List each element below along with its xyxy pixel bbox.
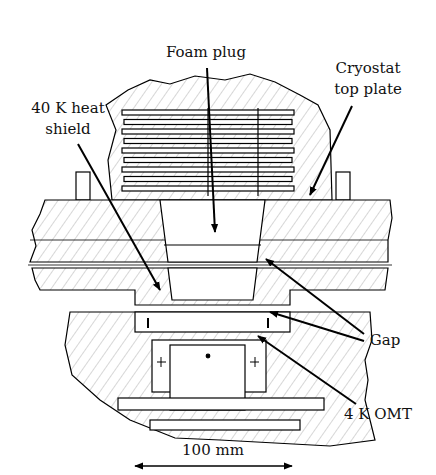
leader-arrow — [258, 336, 356, 404]
dimension-arrow — [135, 465, 292, 467]
tick — [147, 318, 149, 328]
heat-shield — [32, 268, 388, 305]
leader-arrow — [310, 106, 352, 195]
leader-arrow — [207, 68, 215, 232]
window-block — [106, 74, 332, 200]
part-label: 4 K OMT — [333, 404, 423, 425]
screw — [157, 357, 259, 367]
dimension-label: 100 mm — [163, 440, 263, 461]
leader-lines — [78, 68, 364, 466]
foam-plug — [160, 200, 265, 262]
omt-port — [206, 354, 210, 358]
base-plate — [118, 398, 324, 410]
tick — [267, 318, 269, 328]
bolt — [336, 172, 350, 200]
foam-plug-edge — [164, 244, 261, 245]
part-label: Gap — [360, 330, 410, 351]
leader-arrow — [266, 259, 364, 334]
stack-rod — [257, 108, 258, 196]
part-label: 40 K heat shield — [23, 98, 113, 140]
bolt — [76, 172, 90, 200]
part-label: Foam plug — [151, 42, 261, 63]
leader-arrow — [270, 312, 364, 341]
base-plate — [150, 420, 300, 430]
gap — [28, 265, 392, 266]
leader-arrow — [78, 144, 160, 290]
part-label: Cryostat top plate — [328, 58, 408, 100]
top-plate — [30, 200, 392, 262]
stack-rod — [207, 108, 208, 196]
omt-recess — [135, 312, 290, 332]
foam-plug — [168, 268, 257, 300]
cold-plate — [65, 312, 375, 446]
